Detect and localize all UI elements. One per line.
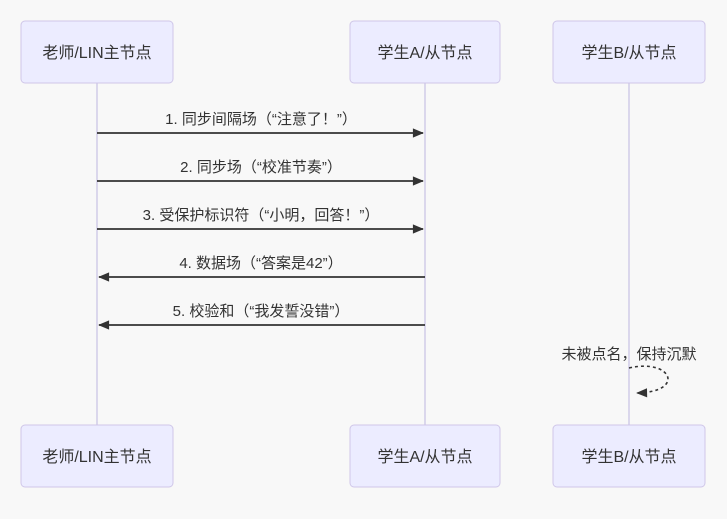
message-4-label: 4. 数据场（“答案是42”） — [179, 254, 342, 272]
actor-box — [552, 20, 706, 84]
actor-label: 学生A/从节点 — [377, 448, 472, 466]
actor-box — [20, 424, 174, 488]
self-message-loop-arrow — [628, 365, 669, 398]
actor-top-slave-a: 学生A/从节点 — [349, 20, 501, 84]
actor-bottom-lin-master: 老师/LIN主节点 — [20, 424, 174, 488]
actor-box — [552, 424, 706, 488]
actor-label: 老师/LIN主节点 — [42, 448, 151, 466]
message-5-label: 5. 校验和（“我发誓没错”） — [173, 303, 350, 320]
actor-box — [349, 424, 501, 488]
actor-top-lin-master: 老师/LIN主节点 — [20, 20, 174, 84]
actor-bottom-slave-a: 学生A/从节点 — [349, 424, 501, 488]
actor-bottom-slave-b: 学生B/从节点 — [552, 424, 706, 488]
actor-label: 学生B/从节点 — [581, 44, 676, 62]
actor-box — [20, 20, 174, 84]
actor-label: 学生B/从节点 — [581, 448, 676, 466]
message-2-label: 2. 同步场（“校准节奏”） — [180, 159, 342, 176]
actor-label: 学生A/从节点 — [377, 44, 472, 62]
actor-label: 老师/LIN主节点 — [42, 44, 151, 62]
message-1-label: 1. 同步间隔场（“注意了！”） — [165, 110, 357, 128]
self-message-label: 未被点名，保持沉默 — [561, 346, 696, 363]
actor-top-slave-b: 学生B/从节点 — [552, 20, 706, 84]
actor-box — [349, 20, 501, 84]
message-3-label: 3. 受保护标识符（“小明，回答！”） — [143, 207, 380, 224]
